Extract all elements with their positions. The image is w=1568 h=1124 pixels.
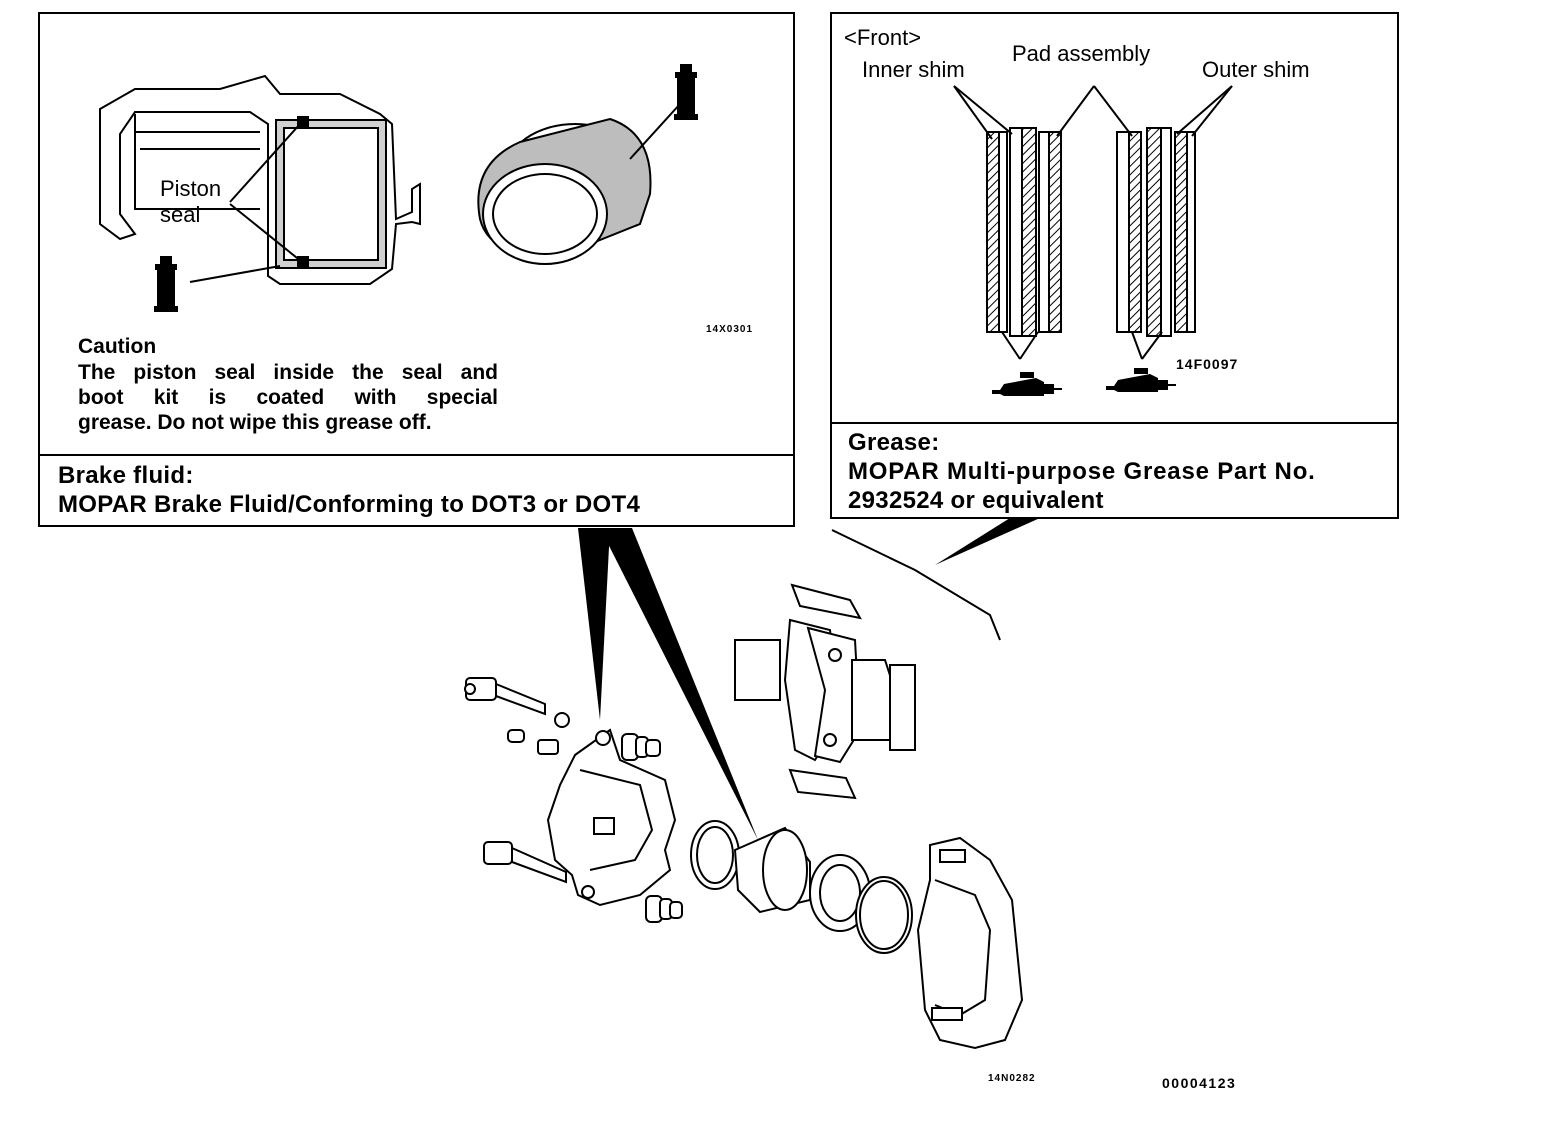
caliper-body xyxy=(546,728,677,907)
caution-text: The piston seal inside the seal and boot… xyxy=(78,360,498,435)
spec-line: 2932524 or equivalent xyxy=(848,487,1104,514)
pin-boot xyxy=(645,895,683,923)
brake-fluid-bottle-icon xyxy=(154,256,178,312)
pin-boot xyxy=(621,733,661,761)
grease-spec: Grease: MOPAR Multi-purpose Grease Part … xyxy=(848,428,1382,515)
anti-rattle-clip xyxy=(788,583,862,800)
brake-fluid-panel: Piston seal 14X0301 Caution The piston s… xyxy=(38,12,795,527)
piston-boot xyxy=(809,854,871,932)
callout-pointer xyxy=(935,518,1040,565)
callout-pointer xyxy=(600,528,758,840)
shim-pad-illustration xyxy=(953,85,1233,360)
caution-title: Caution xyxy=(78,335,157,358)
caution-line: boot kit is coated with special xyxy=(78,386,498,409)
spec-line: Grease: xyxy=(848,429,940,456)
caution-line: grease. Do not wipe this grease off. xyxy=(78,411,432,434)
left-panel-divider xyxy=(40,454,793,456)
callout-pointer xyxy=(578,528,610,720)
inner-shim-label: Inner shim xyxy=(862,57,965,82)
right-figure-code: 14F0097 xyxy=(1176,356,1239,372)
main-figure-code: 14N0282 xyxy=(988,1073,1036,1084)
callout-pointer xyxy=(831,529,1001,641)
spec-line: Brake fluid: xyxy=(58,462,194,489)
caliper-support xyxy=(916,836,1024,1050)
outer-shim-label: Outer shim xyxy=(1202,57,1310,82)
spec-line: MOPAR Multi-purpose Grease Part No. xyxy=(848,458,1316,485)
right-panel-divider xyxy=(832,422,1397,424)
grease-panel: <Front> Inner shim Pad assembly Outer sh… xyxy=(830,12,1399,519)
guide-pin xyxy=(464,677,546,716)
piston xyxy=(733,826,811,914)
brake-fluid-spec: Brake fluid: MOPAR Brake Fluid/Conformin… xyxy=(58,461,640,519)
pad-assembly-label: Pad assembly xyxy=(1012,41,1151,66)
document-number: 00004123 xyxy=(1162,1075,1237,1091)
front-label: <Front> xyxy=(844,25,922,50)
grease-tube-icon xyxy=(992,372,1062,396)
brake-fluid-bottle-icon xyxy=(674,64,698,120)
piston-seal-label: Piston seal xyxy=(160,176,222,227)
grease-tube-icon xyxy=(1106,368,1176,392)
caution-line: The piston seal inside the seal and xyxy=(78,361,498,384)
caliper-cross-section-illustration xyxy=(99,74,681,285)
left-figure-code: 14X0301 xyxy=(706,324,754,335)
brake-pad-assembly xyxy=(734,618,916,764)
spec-line: MOPAR Brake Fluid/Conforming to DOT3 or … xyxy=(58,491,641,518)
guide-pin xyxy=(483,841,567,884)
